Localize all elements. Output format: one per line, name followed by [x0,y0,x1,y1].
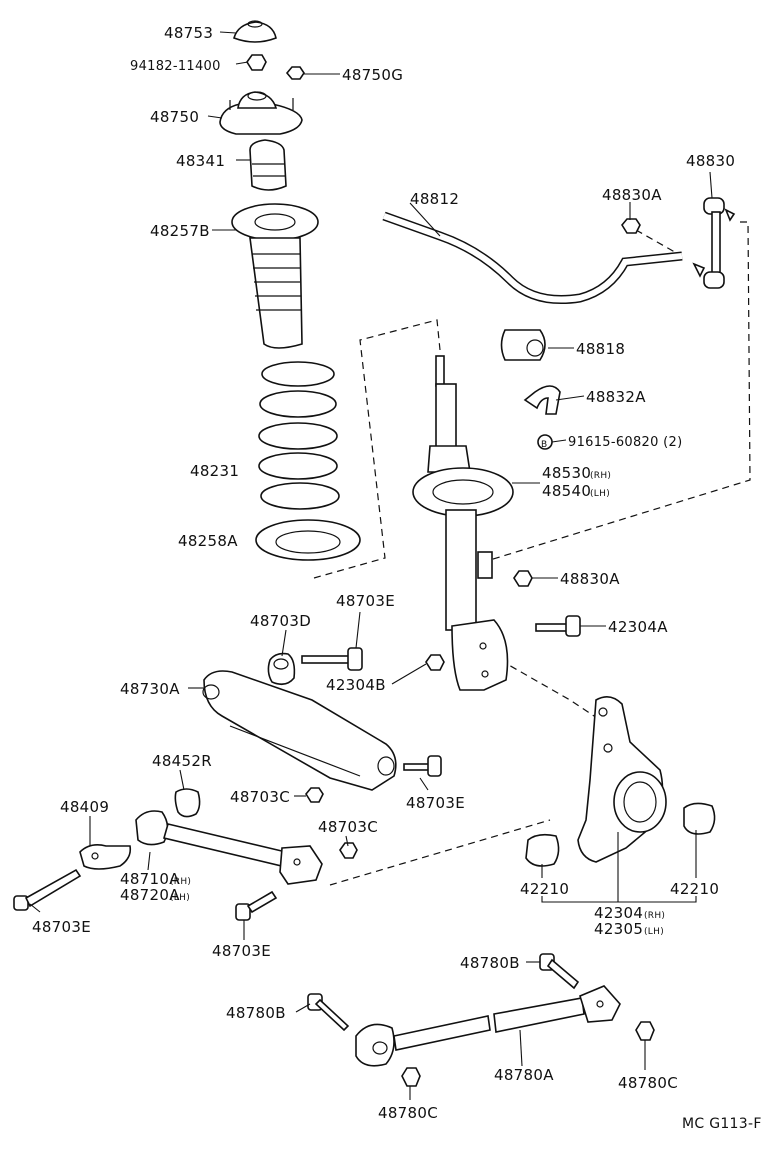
bracket-48832A [523,385,561,415]
label-48830: 48830 [686,152,735,170]
label-48780B-b: 48780B [226,1004,286,1022]
lower-arm-48730A [202,670,397,791]
bolt-48703E-mid [403,755,442,777]
label-48830A-top: 48830A [602,186,662,204]
bushing-48452R [174,788,201,818]
diagram-code: MC G113-F [682,1116,762,1132]
label-48257B: 48257B [150,222,210,240]
label-48753: 48753 [164,24,213,42]
label-48750: 48750 [150,108,199,126]
label-48710A: 48710A [120,870,180,888]
label-42304B: 42304B [326,676,386,694]
label-42305: 42305 [594,920,643,938]
nut-48780C-b [635,1021,655,1041]
insulator-boot-48257B [231,203,319,349]
coil-spring-48231 [258,361,340,510]
label-48710A-suffix: (RH) [170,877,191,887]
label-42304: 42304 [594,904,643,922]
bolt-48703E-bottom [235,890,278,921]
label-42210-b: 42210 [670,880,719,898]
strut-rod-48710A [135,810,323,885]
bolt-48703E-top [301,647,363,671]
label-48830A-mid: 48830A [560,570,620,588]
nut-48830A-top [621,218,641,234]
label-48231: 48231 [190,462,239,480]
nut-48703C-b [339,842,358,859]
label-48832A: 48832A [586,388,646,406]
bushing-48818 [500,329,546,361]
bushing-48703D [267,652,296,686]
label-42210-a: 42210 [520,880,569,898]
washer-48409 [79,844,132,870]
dust-cap-48753 [233,20,277,43]
upper-support-48750 [219,91,303,135]
label-42305-suffix: (LH) [644,927,664,937]
label-48720A-suffix: (LH) [170,893,190,903]
callout-labels: 48753 94182-11400 48750G 48750 48341 482… [32,24,762,1132]
label-48750G: 48750G [342,66,403,84]
label-48818: 48818 [576,340,625,358]
label-48703E-left: 48703E [32,918,91,936]
nut-48830A-mid [513,570,533,587]
dashed-relation-lines [313,221,751,886]
bolt-48780B-top [539,953,580,990]
label-42304-suffix: (RH) [644,911,665,921]
label-48452R: 48452R [152,752,212,770]
label-94182-11400: 94182-11400 [130,59,221,74]
label-48812: 48812 [410,190,459,208]
label-48703C-b: 48703C [318,818,378,836]
label-48780C-a: 48780C [378,1104,438,1122]
bolt-48703E-left [13,868,82,911]
bushing-42210-b [683,802,716,835]
stabilizer-link-48830 [692,197,736,289]
shock-absorber-48530 [412,355,514,691]
nut-42304B [425,654,445,671]
label-48703D: 48703D [250,612,311,630]
label-48720A: 48720A [120,886,180,904]
bolt-marker-text: B [541,440,547,450]
label-48780B-a: 48780B [460,954,520,972]
label-48703E-mid: 48703E [406,794,465,812]
bolt-48780B-left [307,993,350,1032]
leader-lines [29,31,713,1100]
label-48703C-a: 48703C [230,788,290,806]
bolt-42304A [535,615,581,637]
label-48703E-bottom: 48703E [212,942,271,960]
spring-insulator-48258A [255,519,361,561]
label-48703E-top: 48703E [336,592,395,610]
label-48730A: 48730A [120,680,180,698]
label-91615-60820: 91615-60820 (2) [568,435,682,450]
lateral-link-48780A [355,985,621,1067]
label-48540: 48540 [542,482,591,500]
label-42304A: 42304A [608,618,668,636]
label-48780A: 48780A [494,1066,554,1084]
bumper-48341 [249,139,287,191]
label-48540-suffix: (LH) [590,489,610,499]
label-48409: 48409 [60,798,109,816]
label-48530-suffix: (RH) [590,471,611,481]
stabilizer-bar-48812 [382,211,683,305]
steering-knuckle-42304 [577,696,667,863]
label-48530: 48530 [542,464,591,482]
nut-48750G [285,66,305,80]
label-48780C-b: 48780C [618,1074,678,1092]
nut-48703C-a [305,787,324,803]
bolt-91615: B [537,434,553,450]
label-48341: 48341 [176,152,225,170]
label-48258A: 48258A [178,532,238,550]
nut-94182-11400 [246,54,267,71]
nut-48780C-a [401,1067,421,1087]
bushing-42210-a [525,833,560,867]
